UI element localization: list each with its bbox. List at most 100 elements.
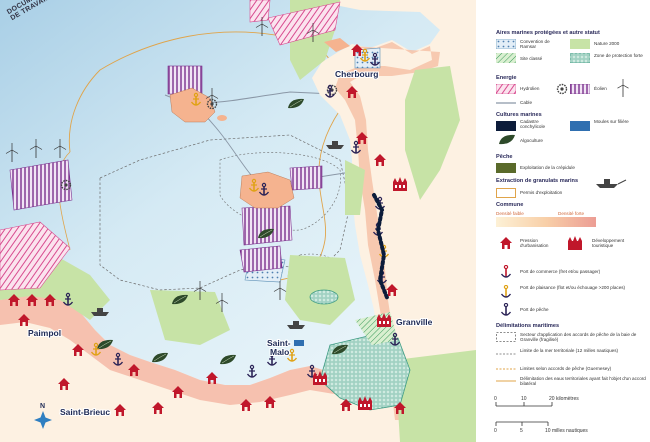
city-cherbourg: Cherbourg	[335, 69, 378, 79]
legend-swatch-guernesey	[496, 368, 516, 370]
hydrolien-raz-blanchard	[267, 1, 341, 46]
legend-crepidule: Exploitation de la crépidule	[520, 165, 575, 170]
north-arrow-icon	[34, 411, 52, 429]
legend-swatch-cadastre	[496, 121, 516, 131]
hydrolien-west	[0, 221, 71, 291]
tourisme-icon-2	[377, 313, 391, 327]
legend-port-plaisance: Port de plaisance (flot et/ou échouage >…	[520, 285, 626, 290]
scale-km-10: 10	[521, 396, 527, 402]
legend-swatch-ramsar	[496, 39, 516, 49]
legend-swatch-site-classe	[496, 53, 516, 63]
city-granville: Granville	[396, 317, 433, 327]
tourisme-icon-3	[313, 371, 327, 385]
island-aurigny	[324, 38, 350, 52]
legend-eolien: Éolien	[594, 86, 607, 91]
legend-title-commune: Commune	[496, 202, 524, 208]
eolien-sercq	[241, 205, 293, 246]
legend-ramsar: Convention de Ramsar	[520, 39, 550, 50]
legend-turbine-icon	[617, 79, 629, 97]
north-label: N	[40, 403, 45, 410]
legend-title-delimitations: Délimitations maritimes	[496, 323, 560, 329]
ship-icon-3	[326, 141, 344, 149]
city-saint-malo-line-1: Saint-	[267, 338, 291, 348]
ramsar-dots-north	[354, 47, 381, 69]
eolien-chausey-north	[289, 165, 323, 191]
legend-swatch-secteur	[496, 332, 516, 342]
legend-port-peche: Port de pêche	[520, 307, 549, 312]
legend-limite12: Limite de la mer territoriale (12 milles…	[520, 348, 619, 353]
island-small	[217, 115, 227, 121]
legend-title-aires: Aires marines protégées et autre statut	[496, 30, 600, 36]
legend-leaf-icon	[499, 134, 515, 145]
legend-delimitation: Délimitation des eaux territoriales ayan…	[520, 376, 646, 387]
city-saint-malo: Saint-Malo	[267, 338, 291, 357]
legend-dredger-icon	[596, 179, 627, 188]
legend-natura: Nature 2000	[594, 41, 620, 46]
city-paimpol: Paimpol	[28, 328, 61, 338]
scale-nm-0: 0	[494, 428, 497, 434]
cadastre-cotentin	[372, 193, 390, 302]
scale-nm-10: 10 milles nautiques	[545, 428, 588, 434]
legend-pression: Pression d'urbanisation	[520, 238, 549, 249]
island-jersey	[239, 171, 295, 209]
eolien-guernesey-north	[167, 65, 203, 95]
legend-swatch-cable	[496, 102, 516, 104]
legend-density-low: Densité faible	[496, 211, 524, 216]
legend-cable: Cable	[520, 100, 533, 105]
legend-title-cultures: Cultures marines	[496, 112, 542, 118]
legend-swatch-delimitation	[496, 380, 516, 382]
legend-moules: Moules sur filière	[594, 119, 629, 124]
natura-brittany-mid	[150, 290, 230, 345]
legend-tourisme: Développement touristique	[592, 238, 625, 249]
hydrolien-north-cable	[249, 0, 271, 23]
legend-port-commerce: Port de commerce (fret et/ou passager)	[520, 269, 601, 274]
scale-nm-5: 5	[520, 428, 523, 434]
legend-secteur: Secteur d'application des accords de pêc…	[520, 332, 637, 343]
legend-hydrolien: Hydrolien	[520, 86, 540, 91]
scale-km-0: 0	[494, 396, 497, 402]
natura-south	[395, 350, 476, 442]
density-brittany	[0, 292, 393, 405]
ship-icon-2	[287, 321, 305, 329]
map-canvas: Cherbourg Granville Paimpol Saint-Brieuc…	[0, 0, 476, 442]
legend-anchor-plaisance-icon	[500, 285, 512, 298]
legend-swatch-hydrolien	[496, 84, 516, 94]
island-guernesey	[169, 87, 216, 123]
legend-density-high: Densité forte	[558, 211, 585, 216]
legend-cadastre: Cadastre conchylicole	[520, 119, 546, 130]
city-saint-brieuc: Saint-Brieuc	[60, 407, 110, 417]
legend-swatch-moules	[570, 121, 590, 131]
legend-title-energie: Energie	[496, 75, 517, 81]
legend-gear-icon	[556, 83, 568, 95]
natura-cotentin-coast	[345, 160, 365, 215]
legend-swatch-eolien	[570, 84, 590, 94]
legend-guernesey: Limites selon accords de pêche (Guernese…	[520, 366, 612, 371]
legend-algoculture: Algoculture	[520, 138, 543, 143]
legend-house-icon	[500, 237, 512, 249]
tourisme-icon-1	[393, 177, 407, 191]
legend-permis: Permis d'exploitation	[520, 190, 563, 195]
legend-title-peche: Pêche	[496, 154, 513, 160]
moules-filiere	[294, 340, 304, 346]
legend-title-extraction: Extraction de granulats marins	[496, 178, 579, 184]
city-saint-malo-line-2: Malo	[270, 347, 289, 357]
land-brittany	[0, 292, 395, 442]
protection-zone-chausey	[309, 289, 339, 305]
scale-km-20: 20 kilomètres	[549, 396, 579, 402]
eolien-south	[239, 245, 283, 273]
legend-tourist-icon	[568, 236, 582, 250]
legend-swatch-protection	[570, 53, 590, 63]
legend-swatch-permis	[496, 188, 516, 198]
eolien-west	[9, 159, 73, 211]
legend-anchor-peche-icon	[500, 303, 512, 316]
ship-icon-1	[91, 308, 109, 316]
legend-protection: Zone de protection forte	[594, 53, 643, 58]
scale-bars: 0 10 20 kilomètres 0 5 10 milles nautiqu…	[494, 396, 588, 434]
legend-swatch-natura	[570, 39, 590, 49]
legend-density-gradient	[496, 217, 596, 227]
legend-anchor-commerce-icon	[500, 265, 512, 278]
legend-panel: Aires marines protégées et autre statut …	[476, 0, 650, 442]
legend-swatch-crepidule	[496, 163, 516, 173]
tourisme-icon-4	[358, 396, 372, 410]
